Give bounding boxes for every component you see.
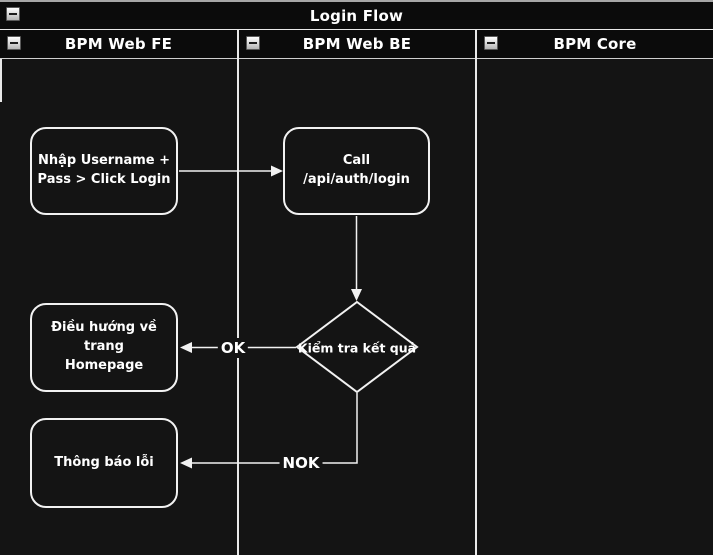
- lane-header-bpm-web-fe[interactable]: BPM Web FE: [0, 30, 237, 58]
- lane-divider-be-core: [475, 30, 477, 555]
- lane-label: BPM Core: [553, 34, 637, 53]
- top-edge-strip: [0, 0, 713, 2]
- node-text: Call /api/auth/login: [303, 153, 410, 187]
- minus-icon: [9, 13, 17, 15]
- arrowhead-right-icon: [271, 165, 283, 177]
- lane-header-divider: [0, 57, 713, 59]
- lane-header-bpm-core[interactable]: BPM Core: [477, 30, 713, 58]
- node-call-api[interactable]: Call /api/auth/login: [283, 127, 430, 215]
- arrowhead-left-icon: [180, 457, 192, 469]
- lane-be-collapse-button[interactable]: [246, 36, 260, 50]
- pool-title-bar[interactable]: Login Flow: [0, 2, 713, 30]
- minus-icon: [249, 42, 257, 44]
- node-error-message[interactable]: Thông báo lỗi: [30, 418, 178, 508]
- edge-decision-nok: [192, 393, 358, 464]
- minus-icon: [10, 42, 18, 44]
- node-input-login[interactable]: Nhập Username + Pass > Click Login: [30, 127, 178, 215]
- pool-title: Login Flow: [309, 6, 404, 25]
- lane-header-bpm-web-be[interactable]: BPM Web BE: [239, 30, 475, 58]
- lane-label: BPM Web BE: [302, 34, 412, 53]
- lane-divider-fe-be: [237, 30, 239, 555]
- edge-label-nok: NOK: [279, 453, 323, 473]
- lane-fe-collapse-button[interactable]: [7, 36, 21, 50]
- arrowhead-down-icon: [351, 289, 362, 301]
- node-text: Homepage: [64, 357, 144, 373]
- node-redirect-homepage[interactable]: Điều hướng về trang Homepage: [30, 303, 178, 392]
- edge-label-ok: OK: [217, 338, 249, 358]
- node-text: Nhập Username +: [37, 153, 171, 169]
- lane-label: BPM Web FE: [64, 34, 173, 53]
- lane-core-collapse-button[interactable]: [484, 36, 498, 50]
- arrowhead-left-icon: [180, 342, 192, 353]
- decision-label: Kiểm tra kết quả: [297, 340, 417, 356]
- node-text: Điều hướng về trang: [51, 320, 157, 355]
- node-text: Thông báo lỗi: [54, 454, 154, 470]
- pool-collapse-button[interactable]: [6, 7, 20, 21]
- minus-icon: [487, 42, 495, 44]
- node-text: Pass > Click Login: [37, 172, 171, 187]
